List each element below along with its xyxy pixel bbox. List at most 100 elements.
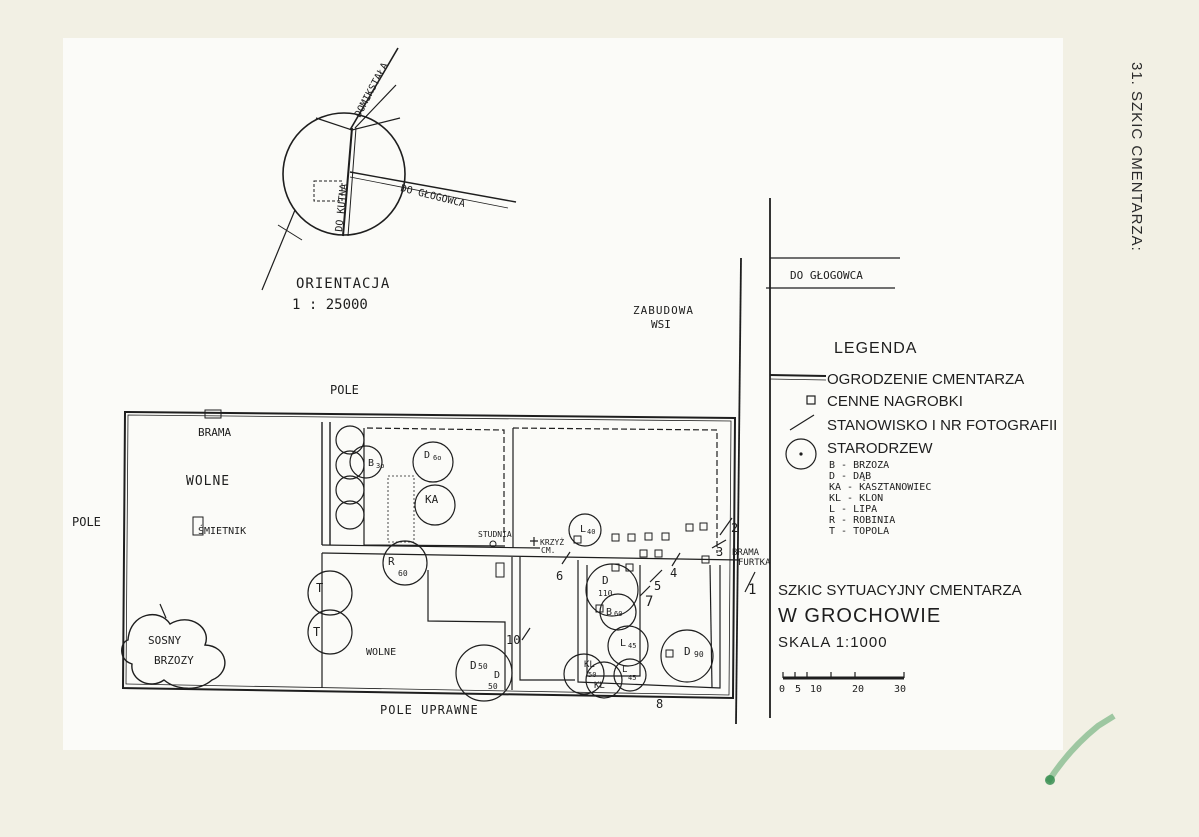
wolne-bottom-label: WOLNE: [366, 647, 396, 658]
legend-item-trees: STARODRZEW: [827, 440, 933, 457]
tree-label: T: [316, 581, 323, 595]
plot-outline: [519, 557, 575, 681]
tree-label: B: [368, 458, 374, 469]
orientation-title: ORIENTACJA: [296, 276, 390, 292]
photo-station-number: 2: [731, 521, 738, 535]
krzyz-label: KRZYŻ: [540, 537, 564, 547]
tree-size: 6o: [433, 454, 441, 462]
tree-label: D: [684, 645, 691, 658]
photo-station-arrow: [521, 627, 531, 641]
plot-outline: [427, 570, 506, 690]
legend-species: KL - KLON: [829, 493, 883, 504]
tree-label: KA: [425, 493, 439, 506]
tree-label: D: [424, 450, 430, 461]
valuable-grave-mark: [699, 522, 708, 531]
fence-outline: [121, 410, 737, 700]
tree-linden-circle: [613, 658, 647, 692]
cross-icon: [530, 537, 538, 546]
legend-species: L - LIPA: [829, 504, 877, 515]
photo-station-arrow: [671, 552, 681, 567]
valuable-grave-mark: [573, 535, 582, 544]
tree-linden-circle: [607, 625, 649, 667]
brzozy-label: BRZOZY: [154, 654, 194, 667]
tree-oak-circle: [455, 644, 513, 702]
plot-outline: [366, 427, 505, 545]
legend-fence-symbol-2: [769, 378, 827, 381]
tree-label: R: [388, 555, 395, 568]
tree-label: KL: [594, 681, 605, 691]
legend-title: LEGENDA: [834, 340, 917, 357]
tree-size: 90: [694, 650, 704, 659]
well-mark: [495, 562, 505, 578]
studnia-label: STUDNIA: [478, 530, 512, 539]
tree-label: T: [313, 625, 320, 639]
tree-label: B: [606, 607, 612, 618]
valuable-grave-mark: [644, 532, 653, 541]
orientation-tail-line: [261, 209, 296, 291]
road-do-glogowca-label: DO GŁOGOWCA: [790, 269, 863, 282]
tree-label: D: [494, 670, 500, 681]
scalebar-tick-label: 20: [852, 684, 864, 695]
legend-tree-symbol: [785, 438, 817, 470]
photo-station-number: 7: [645, 594, 653, 610]
smietnik-label: ŚMIETNIK: [198, 524, 246, 537]
legend-species: B - BRZOZA: [829, 460, 889, 471]
legend-species: D - DĄB: [829, 471, 871, 482]
tree-size: 40: [587, 528, 595, 536]
orientation-scale: 1 : 25000: [292, 297, 368, 313]
brama-furtka-label-2: FURTKA: [738, 558, 771, 568]
cemetery-paths: [192, 422, 741, 690]
tree-size: 60: [614, 610, 622, 618]
tree-size: 50: [488, 682, 498, 691]
photo-station-number: 6: [556, 569, 563, 583]
sketch-scale-text: SKALA 1:1000: [778, 634, 888, 651]
legend-item-photo: STANOWISKO I NR FOTOGRAFII: [827, 417, 1057, 434]
tree-label: D: [602, 574, 609, 587]
scalebar-tick-label: 10: [810, 684, 822, 695]
tree-size: 110: [598, 589, 613, 598]
green-ink-mark: [1045, 713, 1116, 784]
legend-photo-symbol: [789, 414, 815, 431]
main-gate-label: BRAMA: [198, 426, 231, 439]
legend-item-graves: CENNE NAGROBKI: [827, 393, 963, 410]
bin-mark: [192, 516, 204, 536]
tree-poplar-circle: [307, 609, 353, 655]
zabudowa-label: ZABUDOWA: [633, 304, 694, 317]
tree-maple-circle: [585, 661, 623, 699]
photo-station-number: 10: [506, 633, 520, 647]
sketch-title-block: SZKIC SYTUACYJNY CMENTARZA W GROCHOWIE S…: [778, 582, 1022, 695]
tree-size: 50: [588, 671, 596, 679]
pole-uprawne-label: POLE UPRAWNE: [380, 703, 479, 717]
road-north-line-2: [354, 84, 397, 129]
photo-station-arrow: [649, 569, 663, 583]
valuable-grave-mark: [595, 604, 604, 613]
photo-station-arrow: [711, 539, 727, 549]
legend-species: T - TOPOLA: [829, 526, 889, 537]
path-line: [321, 552, 741, 561]
plot-outline: [577, 560, 721, 689]
pines-birches-outline: [121, 614, 226, 689]
sketch-title-line-1: SZKIC SYTUACYJNY CMENTARZA: [778, 582, 1022, 599]
path-line: [321, 544, 541, 549]
legend-tree-dot: [799, 452, 803, 456]
green-ink-dot: [1045, 775, 1055, 785]
tree-poplar-circle: [307, 570, 353, 616]
road-junction-line: [315, 117, 401, 131]
tree-label: L: [622, 665, 627, 675]
legend-species: KA - KASZTANOWIEC: [829, 482, 931, 493]
valuable-grave-mark: [701, 555, 710, 564]
photo-station-number: 1: [748, 582, 756, 598]
valuable-grave-mark: [685, 523, 694, 532]
valuable-grave-mark: [627, 533, 636, 542]
scalebar-ticks: [782, 672, 905, 678]
krzyz-cm-label: CM.: [541, 546, 555, 555]
tree-maple-circle: [563, 653, 605, 695]
valuable-grave-mark: [625, 563, 634, 572]
tree-size: 45: [628, 642, 636, 650]
road-east-line-2: [349, 176, 509, 209]
wolne-left-label: WOLNE: [186, 474, 230, 489]
valuable-grave-mark: [654, 549, 663, 558]
tree-size: 3o: [376, 462, 384, 470]
main-gate-mark: [204, 409, 222, 419]
